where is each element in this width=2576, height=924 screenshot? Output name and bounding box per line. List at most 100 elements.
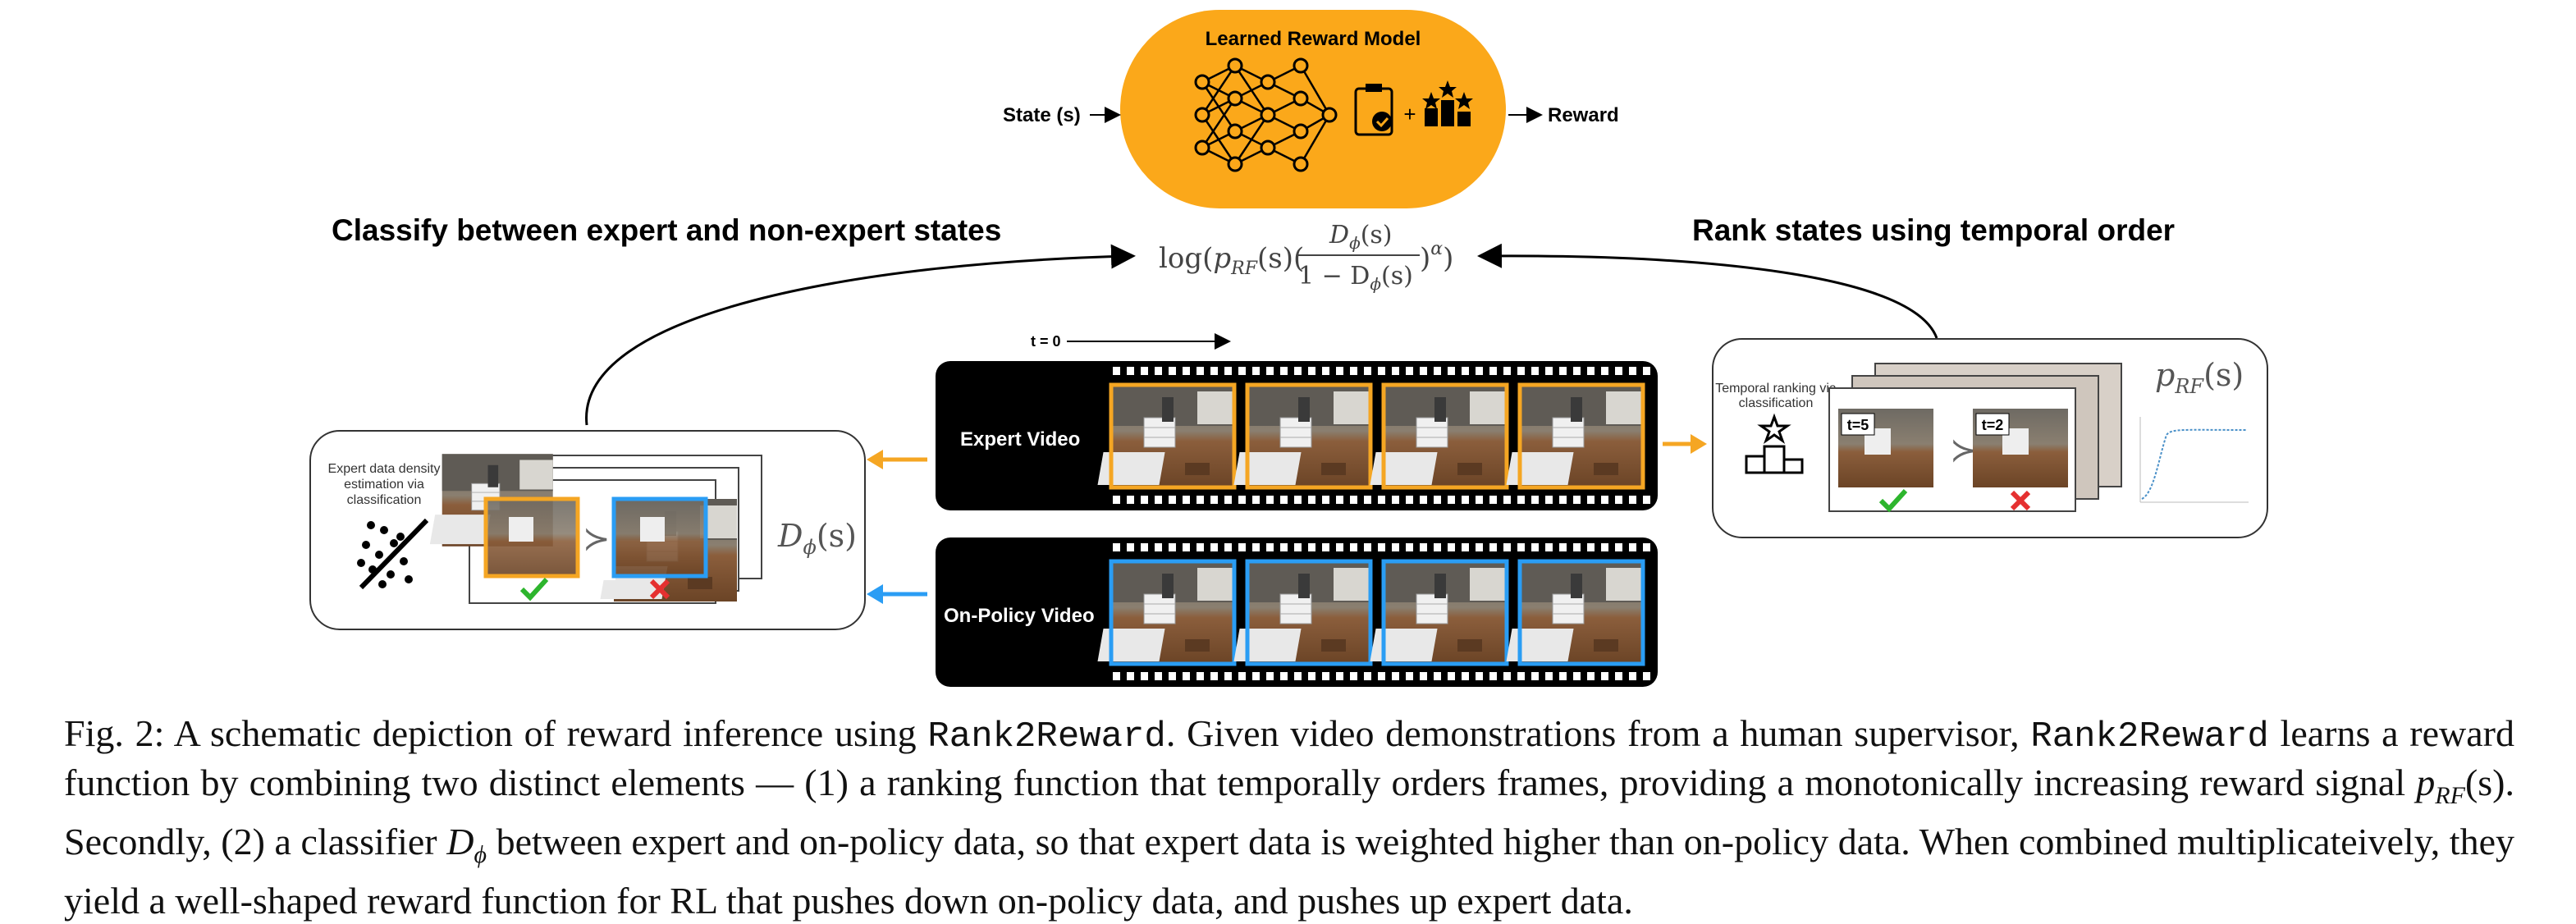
caption-text: . Given video demonstrations from a huma…	[1165, 712, 2031, 754]
film-hole	[1434, 543, 1441, 551]
film-hole	[1573, 496, 1581, 504]
film-hole	[1503, 367, 1511, 375]
arrow-right-to-formula	[1477, 243, 1938, 339]
film-hole	[1266, 496, 1274, 504]
expert-frame	[1505, 382, 1645, 490]
onpolicy-frame	[1233, 559, 1373, 666]
film-perforations	[1113, 367, 1650, 680]
film-hole	[1392, 672, 1399, 680]
film-hole	[1294, 543, 1302, 551]
method-name: Rank2Reward	[927, 716, 1166, 757]
onpolicy-frame	[1369, 559, 1509, 666]
film-hole	[1196, 367, 1204, 375]
film-hole	[1364, 496, 1371, 504]
film-hole	[1238, 367, 1246, 375]
svg-text:)α): )α)	[1420, 239, 1453, 275]
film-hole	[1252, 496, 1260, 504]
film-hole	[1364, 672, 1371, 680]
film-hole	[1266, 543, 1274, 551]
film-hole	[1392, 543, 1399, 551]
film-hole	[1280, 367, 1288, 375]
film-hole	[1169, 672, 1176, 680]
film-hole	[1559, 672, 1567, 680]
film-hole	[1280, 672, 1288, 680]
podium-star-icon	[1745, 413, 1804, 474]
film-hole	[1322, 367, 1329, 375]
film-hole	[1545, 672, 1553, 680]
film-hole	[1155, 367, 1162, 375]
film-hole	[1336, 367, 1343, 375]
film-hole	[1196, 672, 1204, 680]
film-hole	[1392, 367, 1399, 375]
film-hole	[1378, 543, 1385, 551]
film-hole	[1322, 672, 1329, 680]
film-hole	[1601, 496, 1608, 504]
film-hole	[1489, 672, 1497, 680]
film-hole	[1531, 543, 1539, 551]
expert-video-label: Expert Video	[960, 428, 1080, 451]
film-hole	[1141, 543, 1148, 551]
film-hole	[1252, 367, 1260, 375]
film-hole	[1601, 367, 1608, 375]
film-hole	[1364, 543, 1371, 551]
film-hole	[1183, 672, 1190, 680]
film-hole	[1196, 543, 1204, 551]
film-hole	[1196, 496, 1204, 504]
film-hole	[1141, 672, 1148, 680]
neural-network-icon	[1194, 57, 1338, 172]
film-hole	[1448, 543, 1455, 551]
onpolicy-video-label: On-Policy Video	[944, 605, 1095, 627]
film-hole	[1643, 367, 1650, 375]
film-hole	[1420, 672, 1427, 680]
state-input-label: State (s)	[1003, 104, 1081, 126]
film-hole	[1629, 543, 1636, 551]
film-hole	[1252, 543, 1260, 551]
film-hole	[1224, 543, 1232, 551]
film-hole	[1113, 496, 1120, 504]
film-hole	[1476, 496, 1483, 504]
film-hole	[1141, 367, 1148, 375]
expert-to-right-arrow	[1663, 434, 1707, 454]
classifier-panel: Expert data density estimation via class…	[309, 430, 866, 630]
film-hole	[1350, 367, 1357, 375]
film-hole	[1489, 496, 1497, 504]
caption-text: learns a reward function by combining tw…	[64, 712, 2514, 803]
film-hole	[1420, 496, 1427, 504]
symbol-p: p	[2416, 762, 2436, 803]
film-hole	[1378, 672, 1385, 680]
onpolicy-to-left-arrow	[867, 584, 927, 604]
ranking-panel: Temporal ranking via classification t=5 …	[1712, 338, 2268, 538]
classifier-symbol: Dϕ(s)	[777, 518, 857, 559]
classifier-caption-1: Expert data density	[328, 462, 441, 476]
film-hole	[1545, 496, 1553, 504]
expert-video-strip: Expert Video	[936, 361, 1658, 510]
film-hole	[1224, 367, 1232, 375]
film-hole	[1169, 543, 1176, 551]
film-hole	[1224, 496, 1232, 504]
film-hole	[1420, 367, 1427, 375]
classify-heading: Classify between expert and non-expert s…	[332, 213, 1001, 247]
film-hole	[1503, 543, 1511, 551]
film-hole	[1127, 543, 1134, 551]
film-hole	[1238, 543, 1246, 551]
ranking-caption-2: classification	[1739, 396, 1814, 410]
arrow-left-to-formula	[585, 244, 1136, 426]
film-hole	[1531, 496, 1539, 504]
film-hole	[1210, 672, 1218, 680]
film-hole	[1294, 496, 1302, 504]
figure-caption: Fig. 2: A schematic depiction of reward …	[64, 711, 2514, 924]
film-hole	[1434, 367, 1441, 375]
film-hole	[1643, 543, 1650, 551]
film-hole	[1127, 367, 1134, 375]
film-hole	[1601, 543, 1608, 551]
film-hole	[1559, 496, 1567, 504]
film-hole	[1280, 543, 1288, 551]
onpolicy-video-strip: On-Policy Video	[936, 537, 1658, 687]
film-hole	[1336, 672, 1343, 680]
film-hole	[1406, 543, 1413, 551]
succ-symbol: ≻	[1950, 432, 1978, 469]
film-hole	[1629, 672, 1636, 680]
reward-output-label: Reward	[1548, 104, 1619, 126]
film-hole	[1448, 367, 1455, 375]
film-hole	[1643, 672, 1650, 680]
